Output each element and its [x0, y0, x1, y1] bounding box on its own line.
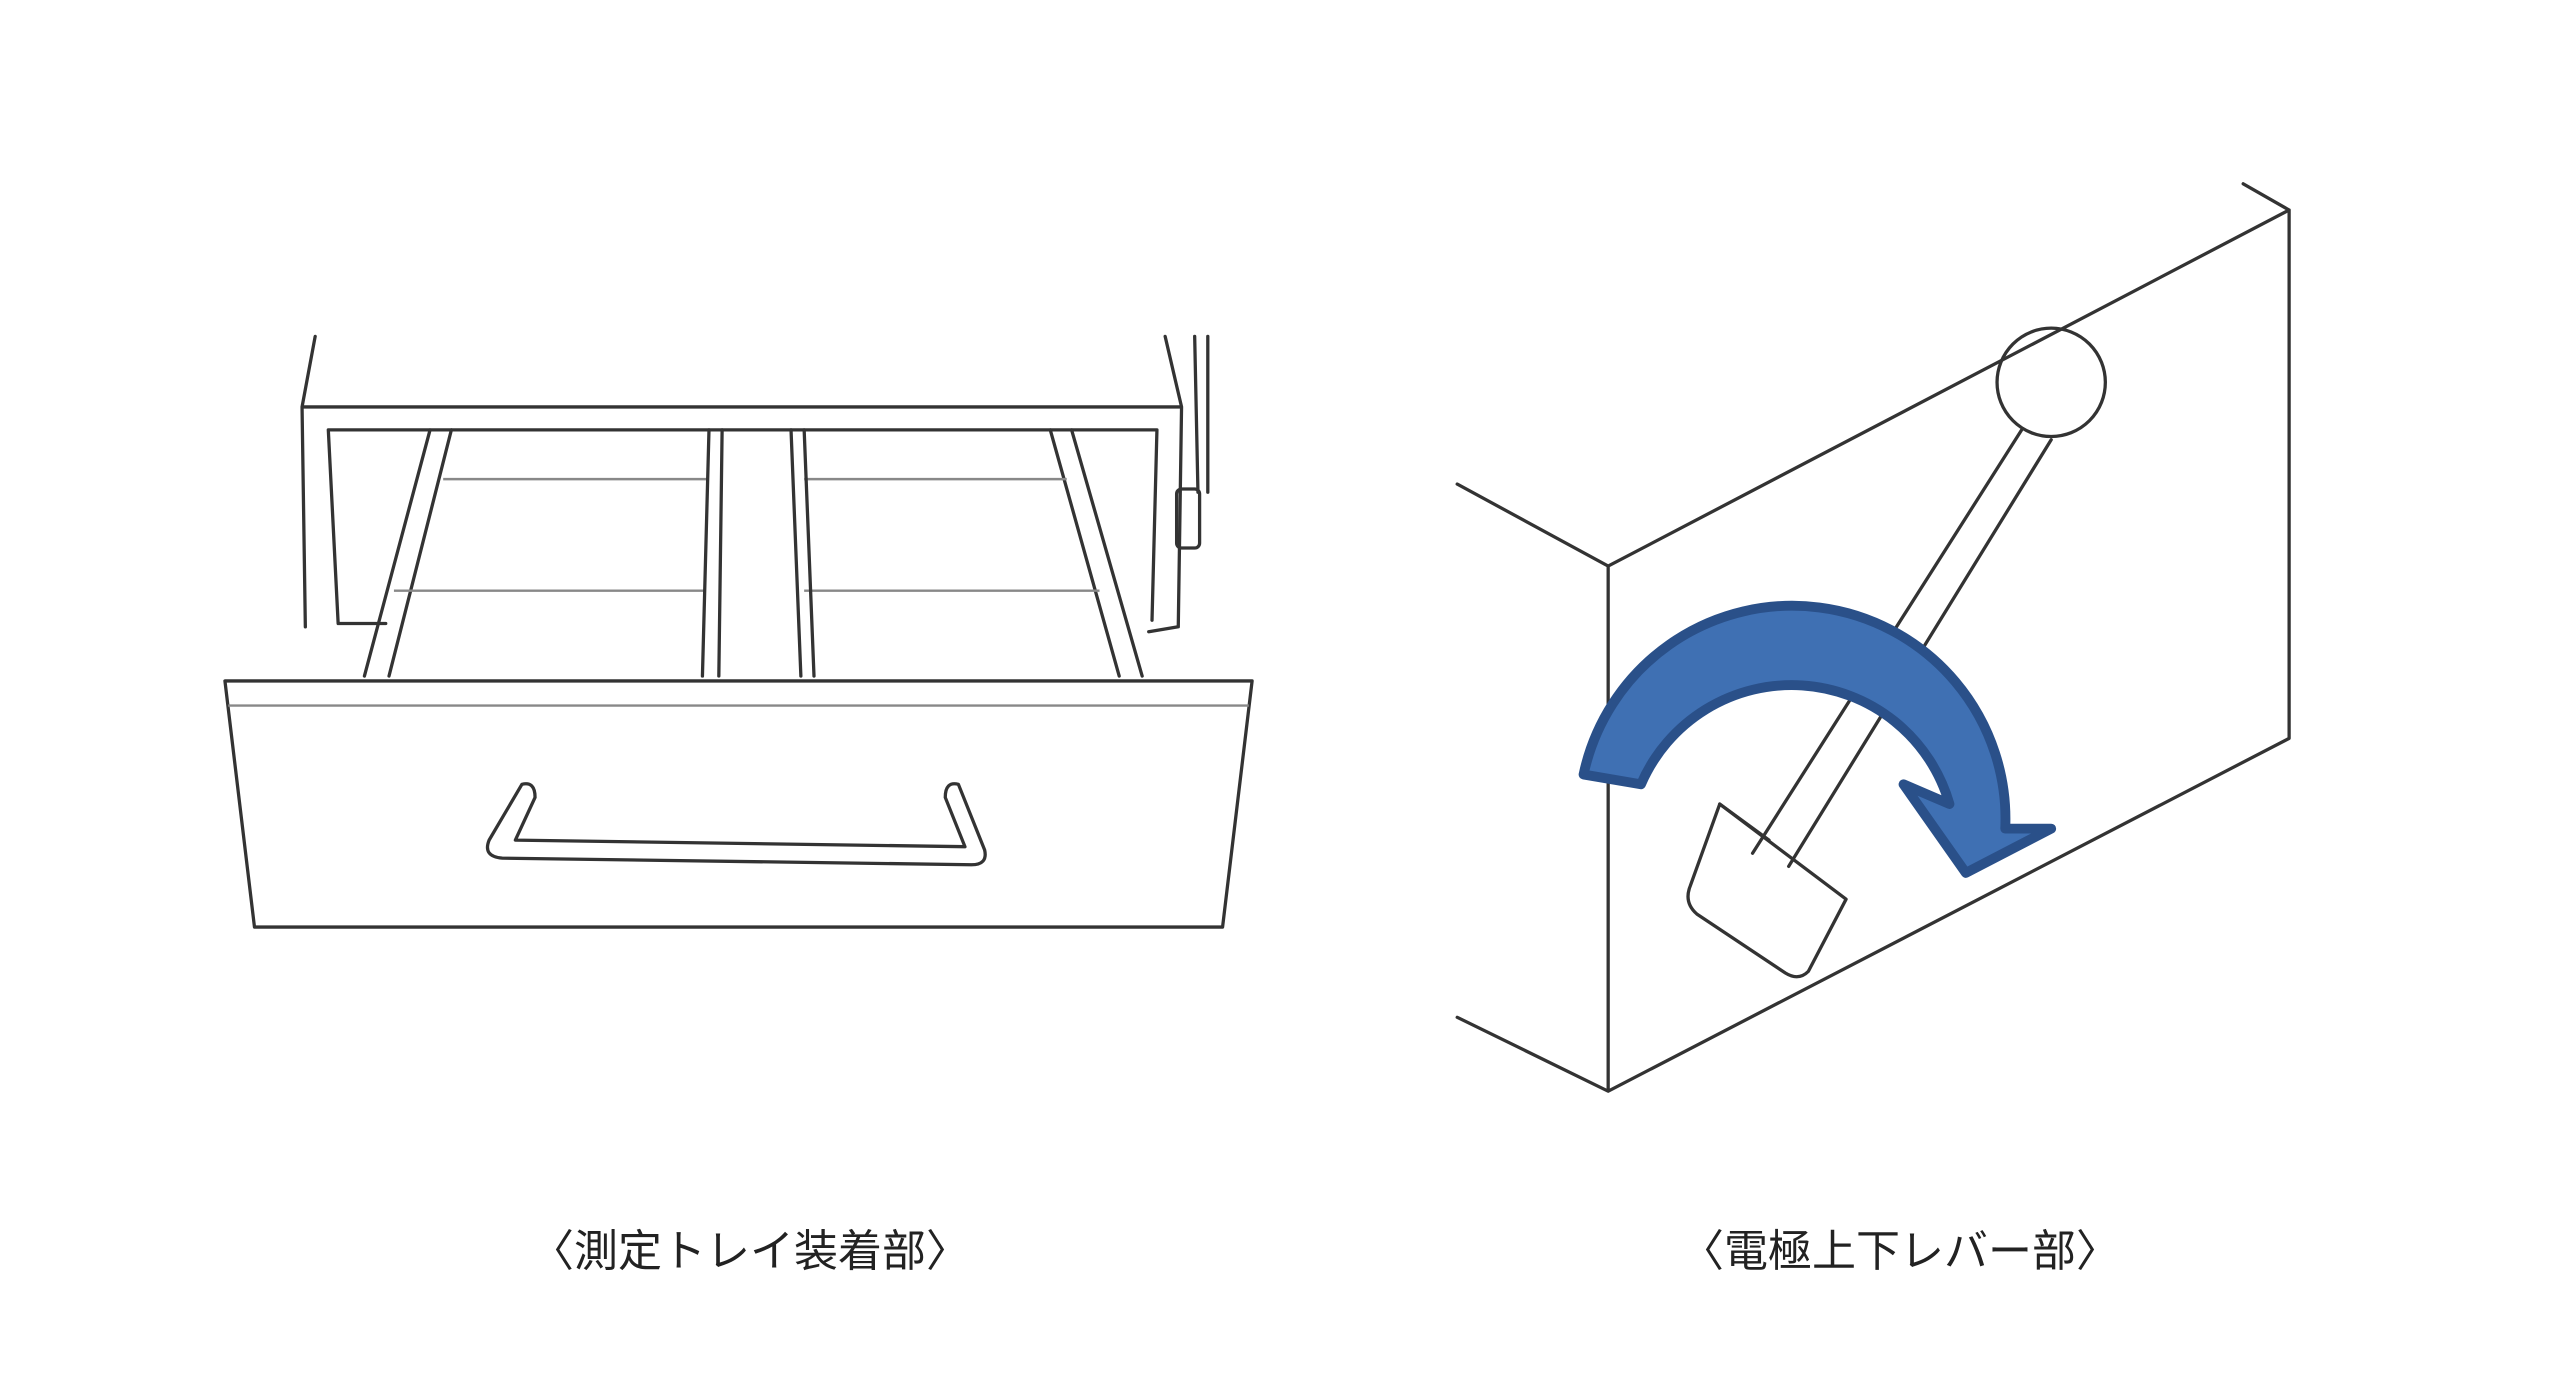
caption-electrode-lever: 〈電極上下レバー部〉 — [1680, 1226, 2120, 1277]
tray-drawer-illustration — [223, 334, 1254, 929]
curved-arrow-clockwise-icon — [1578, 600, 2057, 878]
caption-measurement-tray: 〈測定トレイ装着部〉 — [530, 1226, 970, 1277]
